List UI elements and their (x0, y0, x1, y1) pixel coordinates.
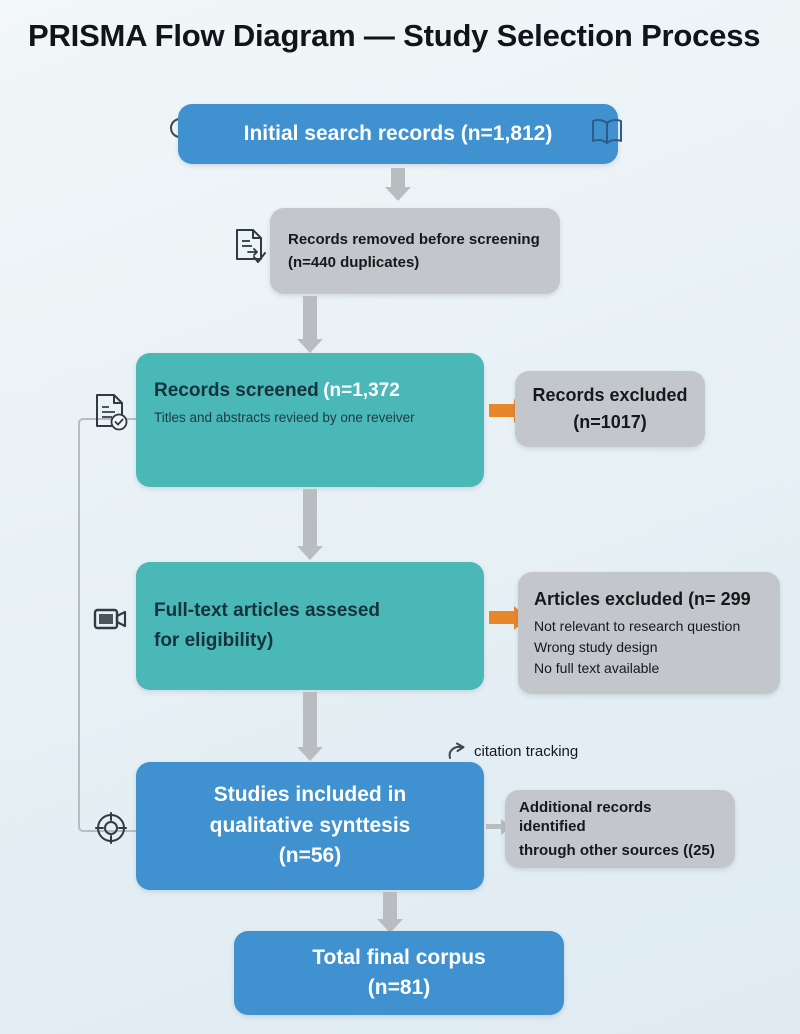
node-studies-included-line2: qualitative synttesis (209, 813, 411, 837)
open-book-icon (590, 116, 624, 148)
node-records-excluded-line1: Records excluded (532, 385, 688, 406)
redo-arrow-icon (446, 741, 472, 763)
node-articles-excluded-reason-3: No full text available (534, 659, 660, 676)
video-camera-icon (92, 605, 128, 633)
node-studies-included-line3: (n=56) (278, 844, 342, 868)
document-remove-icon (232, 227, 268, 267)
document-check-icon (92, 392, 130, 434)
node-fulltext-articles-line2: for eligibility) (154, 629, 274, 651)
node-records-removed-line2: (n=440 duplicates) (288, 254, 420, 271)
connector-removed-to-screened (303, 296, 317, 340)
node-records-excluded-line2: (n=1017) (573, 411, 647, 432)
node-records-screened-title: Records screened (154, 380, 319, 401)
connector-initial-to-removed (391, 168, 405, 188)
node-fulltext-articles[interactable]: Full-text articles assesed for eligibili… (136, 562, 484, 690)
target-icon (95, 812, 127, 844)
node-initial-search-records[interactable]: Initial search records (n=1,812) (178, 104, 618, 164)
connector-included-to-total (383, 892, 397, 920)
connector-fulltext-to-included (303, 692, 317, 748)
connector-fulltext-to-excluded (489, 611, 515, 624)
node-records-screened-subtitle: Titles and abstracts revieed by one reve… (154, 410, 415, 426)
node-total-final-corpus-line1: Total final corpus (312, 945, 486, 969)
node-studies-included[interactable]: Studies included in qualitative synttesi… (136, 762, 484, 890)
node-total-final-corpus[interactable]: Total final corpus (n=81) (234, 931, 564, 1015)
connector-screened-to-fulltext (303, 489, 317, 547)
page-title: PRISMA Flow Diagram — Study Selection Pr… (28, 18, 761, 53)
node-additional-records-line2: through other sources ((25) (519, 841, 715, 859)
node-additional-records[interactable]: Additional records identified through ot… (505, 790, 735, 868)
node-studies-included-line1: Studies included in (213, 782, 407, 806)
node-records-removed[interactable]: Records removed before screening (n=440 … (270, 208, 560, 294)
left-connector-rail (78, 418, 140, 832)
node-fulltext-articles-line1: Full-text articles assesed (154, 600, 380, 622)
node-articles-excluded-reason-2: Wrong study design (534, 638, 658, 655)
node-articles-excluded[interactable]: Articles excluded (n= 299 Not relevant t… (518, 572, 780, 694)
connector-screened-to-excluded (489, 404, 515, 417)
node-articles-excluded-reason-1: Not relevant to research question (534, 618, 741, 635)
node-articles-excluded-heading: Articles excluded (n= 299 (534, 589, 751, 609)
node-records-screened[interactable]: Records screened (n=1,372 Titles and abs… (136, 353, 484, 487)
node-records-excluded[interactable]: Records excluded (n=1017) (515, 371, 705, 447)
node-total-final-corpus-line2: (n=81) (367, 975, 431, 999)
node-records-removed-line1: Records removed before screening (288, 230, 540, 248)
annotation-citation-tracking: citation tracking (474, 743, 579, 760)
node-records-screened-count: (n=1,372 (323, 380, 400, 401)
connector-included-to-additional (486, 824, 502, 829)
node-additional-records-line1: Additional records identified (519, 799, 652, 836)
node-initial-search-records-label: Initial search records (n=1,812) (243, 121, 553, 145)
